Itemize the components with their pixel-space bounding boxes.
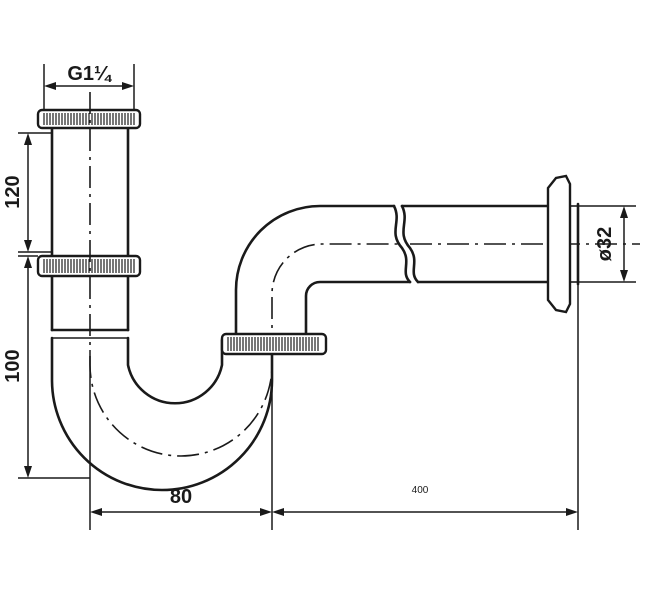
u-bend <box>50 336 274 492</box>
outlet-diameter-label: ø32 <box>594 227 616 261</box>
top-nut <box>36 108 142 130</box>
thread-label: G1¼ <box>67 63 113 85</box>
offset-label: 80 <box>170 486 192 508</box>
outlet-pipe <box>400 204 640 284</box>
lower-height-label: 100 <box>2 349 24 382</box>
upper-tailpiece <box>50 126 130 258</box>
dimension-upper-height: 120 <box>2 132 52 253</box>
dimension-offset: 80 <box>89 350 273 530</box>
dimension-outlet-length: 400 <box>272 284 579 530</box>
trap-nut <box>220 332 328 356</box>
pipe-break-marks <box>392 204 420 284</box>
dimension-thread: G1¼ <box>43 63 135 110</box>
wall-flange <box>546 174 580 314</box>
upper-height-label: 120 <box>2 175 24 208</box>
middle-nut <box>36 254 142 278</box>
outlet-bend <box>234 204 412 356</box>
dimension-lower-height: 100 <box>2 255 90 479</box>
outlet-length-label: 400 <box>412 485 429 496</box>
dimension-outlet-diameter: ø32 <box>578 205 636 283</box>
